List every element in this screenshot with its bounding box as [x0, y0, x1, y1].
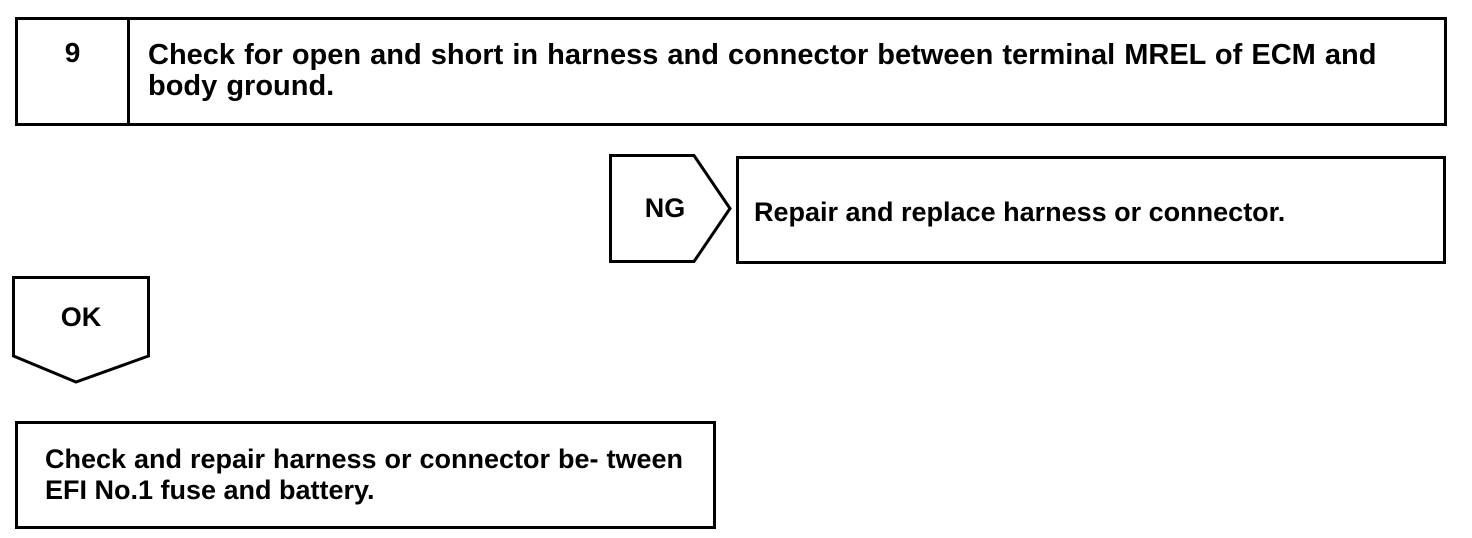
ng-arrow-shape	[609, 154, 732, 263]
ok-arrow-shape	[12, 276, 150, 384]
ok-label: OK	[60, 302, 102, 332]
step-number: 9	[64, 37, 81, 68]
final-action-box: Check and repair harness or connector be…	[15, 421, 716, 529]
ng-result-box: Repair and replace harness or connector.	[736, 156, 1446, 264]
final-action-text: Check and repair harness or connector be…	[45, 444, 683, 505]
ng-label: NG	[644, 193, 686, 223]
ng-result-text: Repair and replace harness or connector.	[754, 197, 1286, 227]
step-text: Check for open and short in harness and …	[148, 39, 1377, 102]
step-number-cell: 9	[18, 20, 130, 123]
step-box: 9 Check for open and short in harness an…	[15, 17, 1447, 126]
